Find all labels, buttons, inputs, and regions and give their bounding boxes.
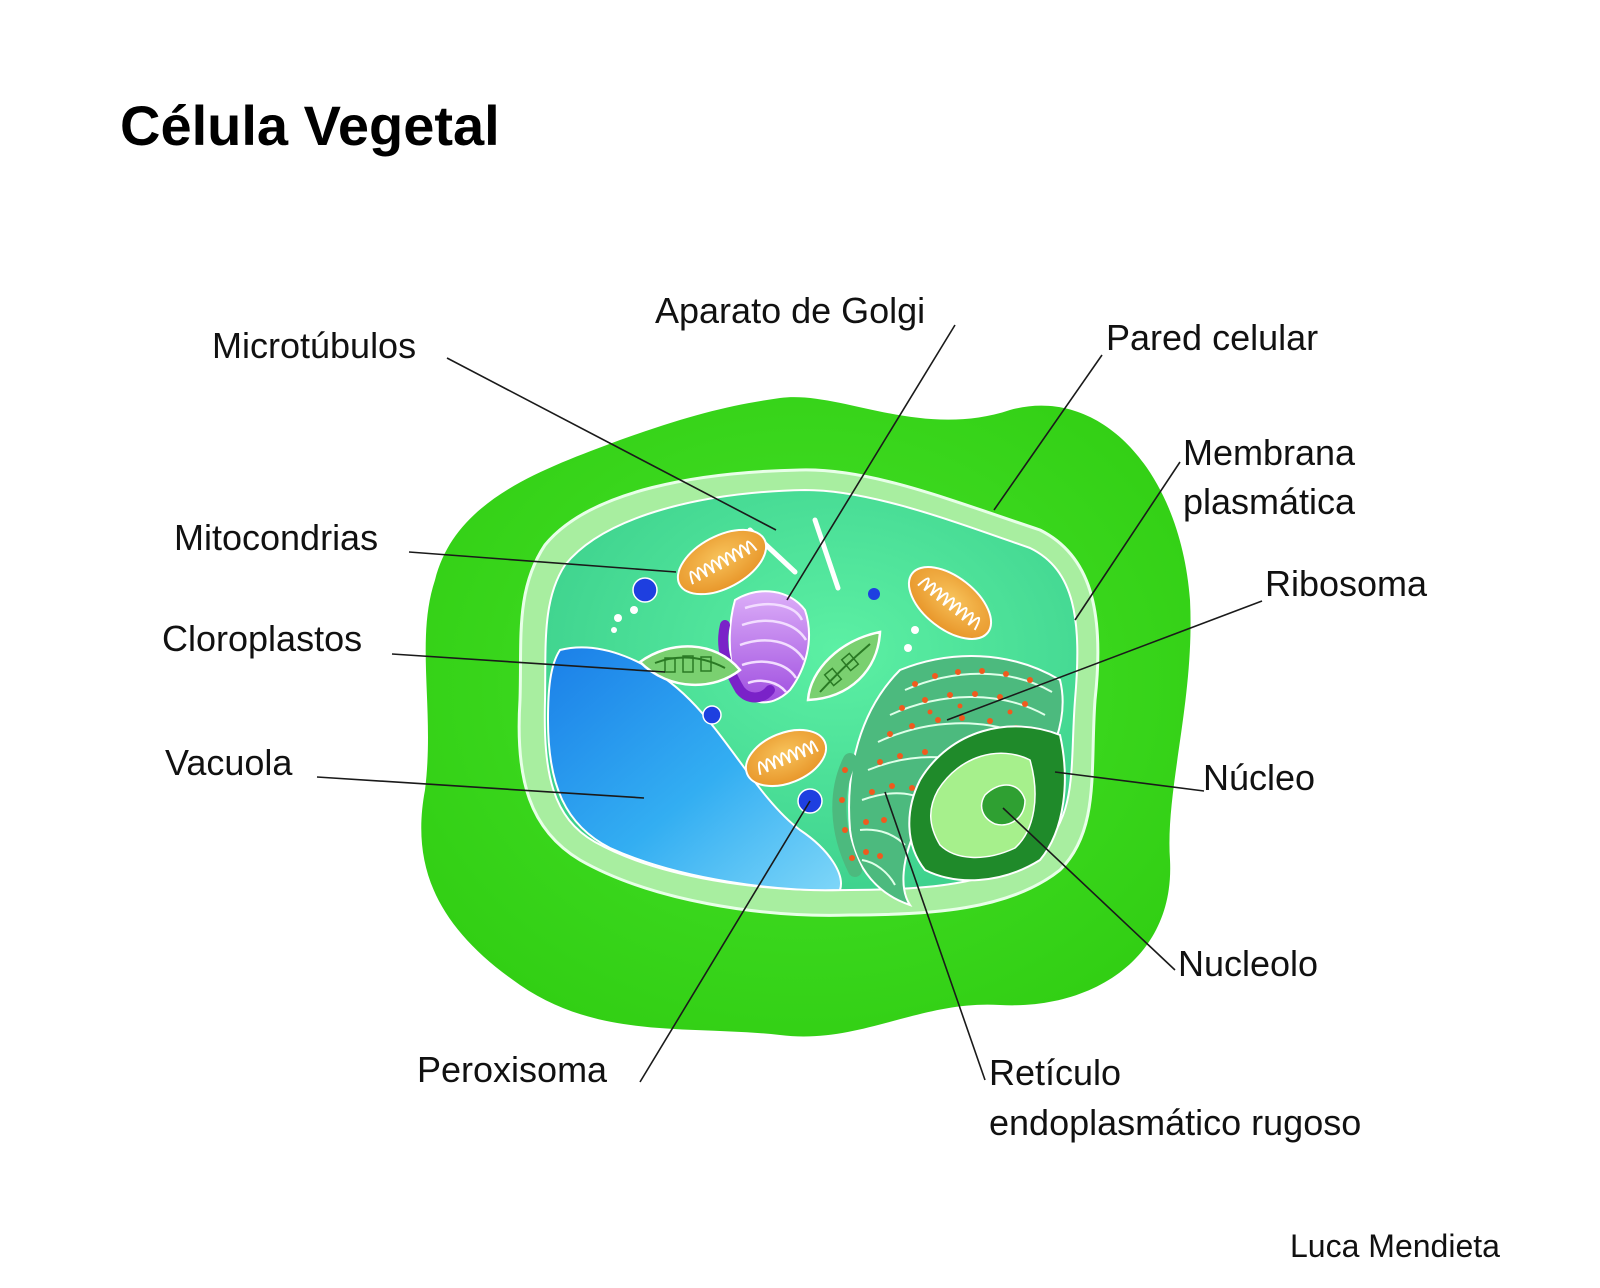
- label-microtubulos: Microtúbulos: [212, 325, 416, 366]
- label-membrana-2: plasmática: [1183, 481, 1356, 522]
- leader-reticulo: [884, 791, 986, 1081]
- label-pared-celular: Pared celular: [1106, 317, 1318, 358]
- peroxisome: [868, 588, 880, 600]
- leader-nucleolo: [1002, 807, 1176, 971]
- peroxisome: [702, 705, 722, 725]
- leader-cloroplastos: [391, 653, 666, 673]
- label-nucleo: Núcleo: [1203, 757, 1315, 798]
- leader-pared: [993, 354, 1103, 511]
- vesicle: [911, 626, 919, 634]
- mitochondrion: [676, 528, 768, 596]
- vesicle: [630, 606, 638, 614]
- microtubule: [812, 517, 841, 591]
- author-credit: Luca Mendieta: [1290, 1228, 1500, 1264]
- label-reticulo-2: endoplasmático rugoso: [989, 1102, 1361, 1143]
- label-peroxisoma: Peroxisoma: [417, 1049, 608, 1090]
- leader-golgi: [786, 324, 956, 601]
- chloroplast: [638, 645, 742, 687]
- label-cloroplastos: Cloroplastos: [162, 618, 362, 659]
- vesicle: [614, 614, 622, 622]
- nucleus: [908, 725, 1066, 882]
- vacuole: [546, 646, 842, 892]
- mitochondrion: [744, 728, 828, 788]
- page-title: Célula Vegetal: [120, 94, 500, 157]
- chloroplast: [806, 630, 882, 702]
- label-ribosoma: Ribosoma: [1265, 563, 1428, 604]
- leader-nucleo: [1054, 771, 1205, 792]
- leader-mitocondrias: [408, 551, 677, 573]
- golgi-apparatus: [718, 590, 811, 704]
- leader-vacuola: [316, 776, 645, 799]
- label-mitocondrias: Mitocondrias: [174, 517, 378, 558]
- label-vacuola: Vacuola: [165, 742, 293, 783]
- vesicle: [904, 644, 912, 652]
- label-golgi: Aparato de Golgi: [655, 290, 925, 331]
- mitochondrion: [907, 566, 993, 640]
- leader-peroxisoma: [639, 800, 811, 1083]
- peroxisome: [632, 577, 658, 603]
- leader-microtubulos: [446, 357, 777, 531]
- leader-membrana: [1074, 461, 1181, 621]
- label-membrana-1: Membrana: [1183, 432, 1356, 473]
- vesicle: [611, 627, 617, 633]
- leader-ribosoma: [946, 600, 1263, 721]
- label-nucleolo: Nucleolo: [1178, 943, 1318, 984]
- label-reticulo-1: Retículo: [989, 1052, 1121, 1093]
